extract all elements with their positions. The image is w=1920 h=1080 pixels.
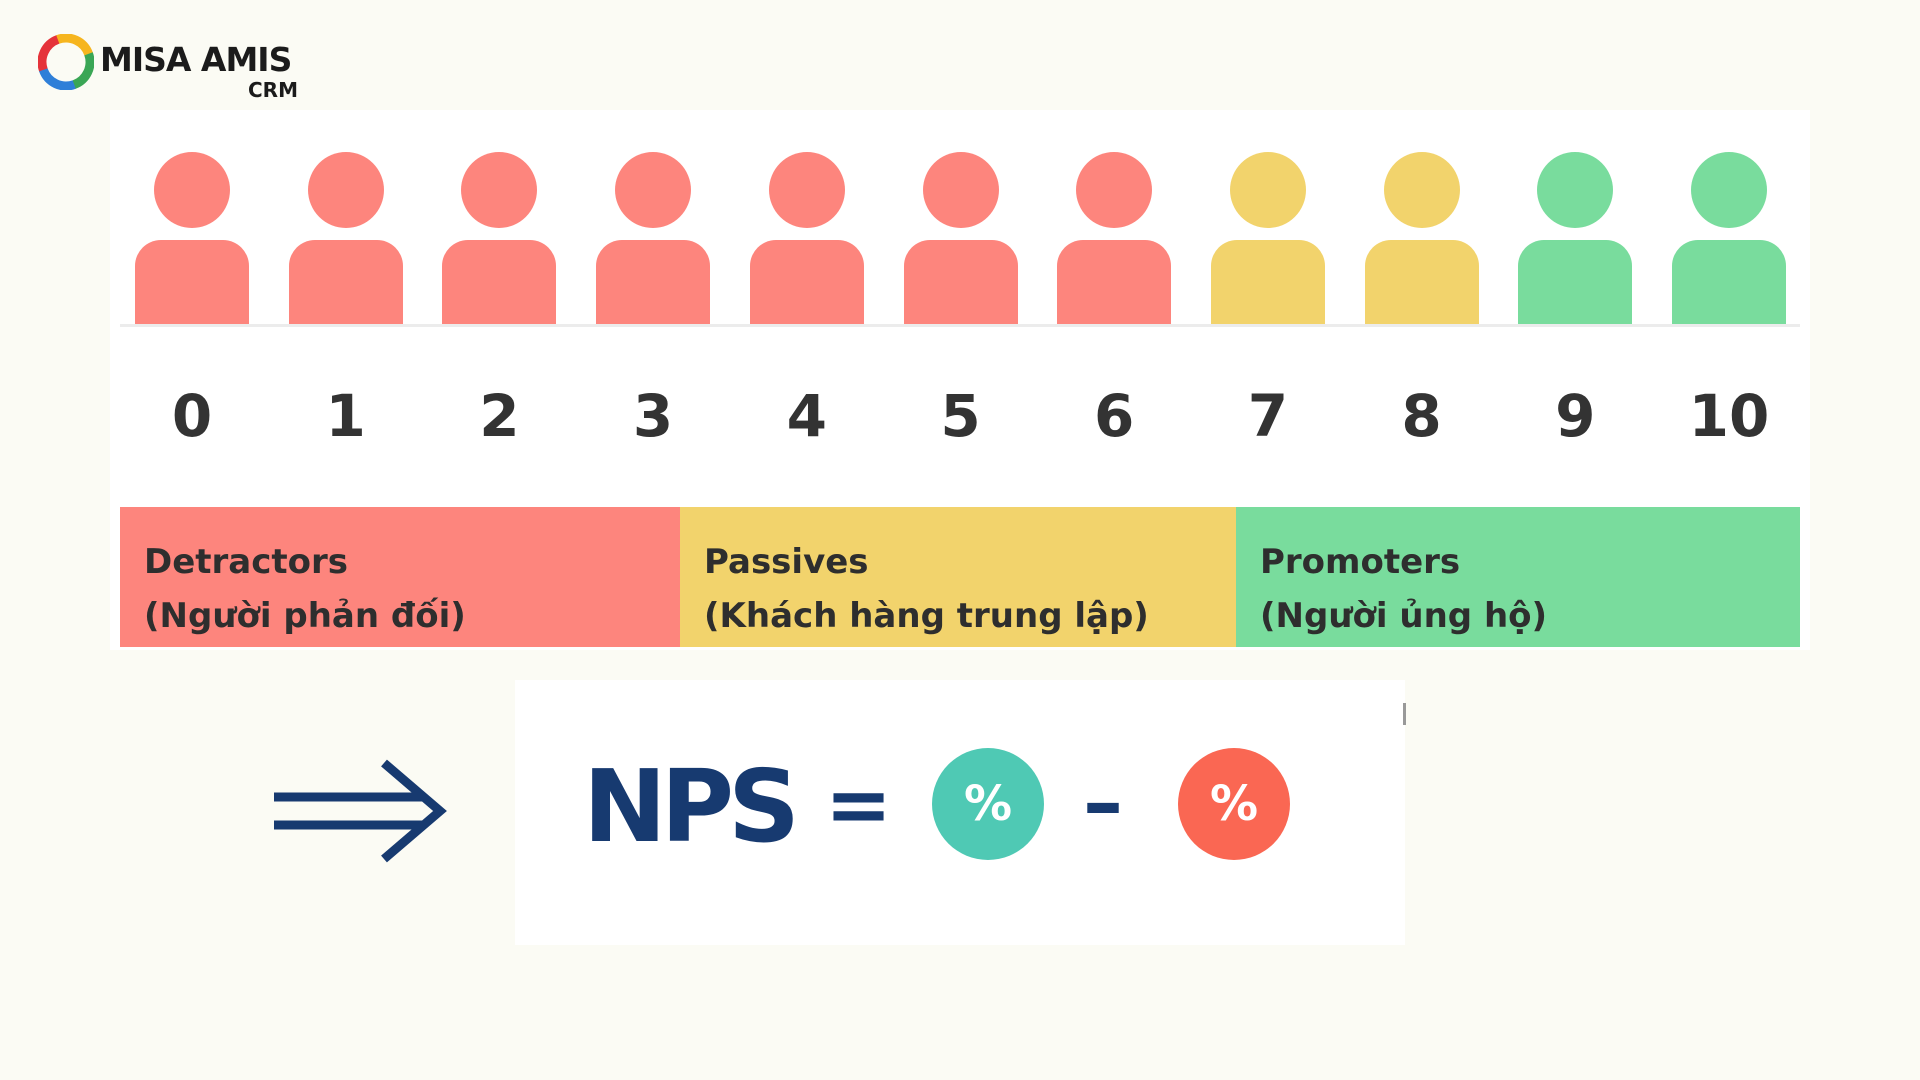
- tick-mark: [1403, 703, 1406, 725]
- segment-subtitle: (Người phản đối): [144, 596, 466, 636]
- person-head: [922, 152, 999, 228]
- score-label: 7: [1247, 382, 1289, 450]
- segment-subtitle: (Khách hàng trung lập): [704, 596, 1149, 636]
- person-icon: [1210, 152, 1325, 325]
- detractor-percent-circle: %: [1178, 748, 1290, 860]
- person-head: [461, 152, 538, 228]
- score-label: 9: [1555, 382, 1596, 450]
- segment-subtitle: (Người ủng hộ): [1260, 596, 1548, 636]
- person-body: [442, 240, 557, 325]
- segment-label: Detractors (Người phản đối): [144, 535, 466, 643]
- person-icon: [442, 152, 557, 325]
- score-label: 1: [325, 382, 366, 450]
- person-head: [1383, 152, 1460, 228]
- formula-nps-text: NPS: [583, 748, 800, 865]
- segment-title: Promoters: [1260, 542, 1461, 582]
- score-label: 5: [940, 382, 981, 450]
- person-head: [768, 152, 845, 228]
- person-icon: [1672, 152, 1786, 325]
- person-body: [749, 240, 864, 325]
- person-icon: [903, 152, 1018, 325]
- person-icon: [749, 152, 864, 325]
- formula-minus-sign: –: [1083, 756, 1123, 849]
- person-icon: [1057, 152, 1172, 325]
- score-label: 6: [1094, 382, 1135, 450]
- segment-detractors: Detractors (Người phản đối): [120, 507, 680, 647]
- promoter-percent-circle: %: [932, 748, 1044, 860]
- nps-scale-card: 0 1 2 3 4 5 6 7 8 9 10 Detractors (Người phản đối)…: [110, 110, 1810, 650]
- score-label: 10: [1688, 382, 1770, 450]
- person-body: [1672, 240, 1786, 325]
- logo-brand-text: MISA AMIS: [100, 40, 292, 79]
- segment-label: Passives (Khách hàng trung lập): [704, 535, 1149, 643]
- person-body: [1210, 240, 1325, 325]
- person-head: [615, 152, 692, 228]
- misa-amis-logo: MISA AMIS CRM: [38, 32, 308, 102]
- person-head: [154, 152, 230, 228]
- score-label: 4: [786, 382, 827, 450]
- people-row: [110, 110, 1810, 325]
- person-body: [1518, 240, 1633, 325]
- formula-equals-sign: =: [825, 758, 893, 851]
- segment-title: Passives: [704, 542, 869, 582]
- person-body: [1364, 240, 1479, 325]
- person-icon: [1518, 152, 1633, 325]
- person-body: [903, 240, 1018, 325]
- score-label: 8: [1401, 382, 1442, 450]
- person-icon: [596, 152, 711, 325]
- person-icon: [1364, 152, 1479, 325]
- segment-passives: Passives (Khách hàng trung lập): [680, 507, 1236, 647]
- person-head: [1691, 152, 1767, 228]
- logo-sub-text: CRM: [248, 78, 298, 102]
- person-head: [307, 152, 384, 228]
- logo-swirl-icon: [38, 34, 94, 90]
- person-head: [1229, 152, 1306, 228]
- score-label: 3: [632, 382, 674, 450]
- person-icon: [288, 152, 403, 325]
- person-body: [288, 240, 403, 325]
- person-body: [1057, 240, 1172, 325]
- person-icon: [135, 152, 249, 325]
- double-right-arrow-icon: [274, 759, 447, 863]
- person-body: [135, 240, 249, 325]
- baseline-divider: [120, 324, 1800, 327]
- person-head: [1537, 152, 1614, 228]
- person-body: [596, 240, 711, 325]
- segment-title: Detractors: [144, 542, 349, 582]
- segment-promoters: Promoters (Người ủng hộ): [1236, 507, 1800, 647]
- person-head: [1076, 152, 1153, 228]
- segment-label: Promoters (Người ủng hộ): [1260, 535, 1547, 643]
- score-label: 0: [171, 382, 213, 450]
- nps-formula-card: NPS = % – %: [515, 680, 1405, 945]
- score-label: 2: [479, 382, 520, 450]
